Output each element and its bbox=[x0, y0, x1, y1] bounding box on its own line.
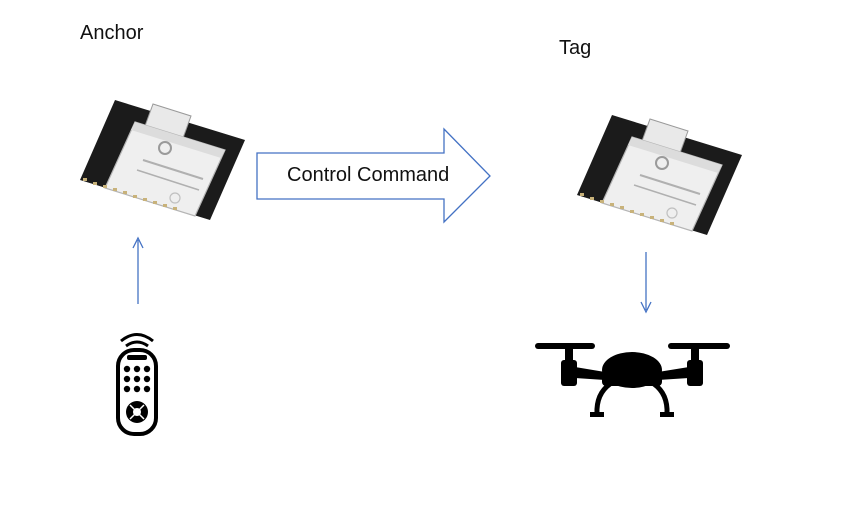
drone-icon bbox=[535, 343, 730, 417]
anchor-uwb-module bbox=[79, 99, 246, 221]
control-command-label: Control Command bbox=[287, 164, 450, 186]
anchor-label: Anchor bbox=[80, 22, 144, 44]
remote-control-icon bbox=[116, 333, 158, 436]
tag-to-drone-arrow bbox=[640, 252, 652, 314]
tag-uwb-module bbox=[576, 114, 743, 236]
tag-label: Tag bbox=[559, 37, 592, 59]
control-command-arrow bbox=[256, 127, 491, 224]
remote-to-anchor-arrow bbox=[132, 236, 144, 304]
